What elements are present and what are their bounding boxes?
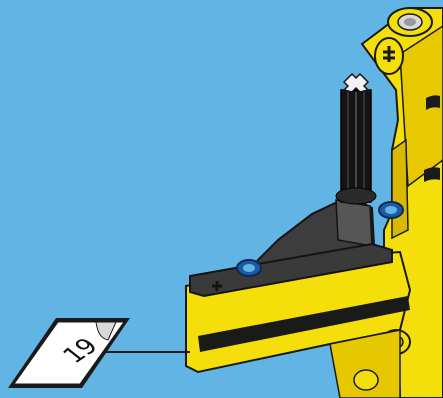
blue-pin-back (379, 202, 403, 218)
blue-pin-front (237, 260, 261, 276)
black-axle (336, 74, 376, 204)
horizontal-yellow-beam (186, 244, 410, 398)
